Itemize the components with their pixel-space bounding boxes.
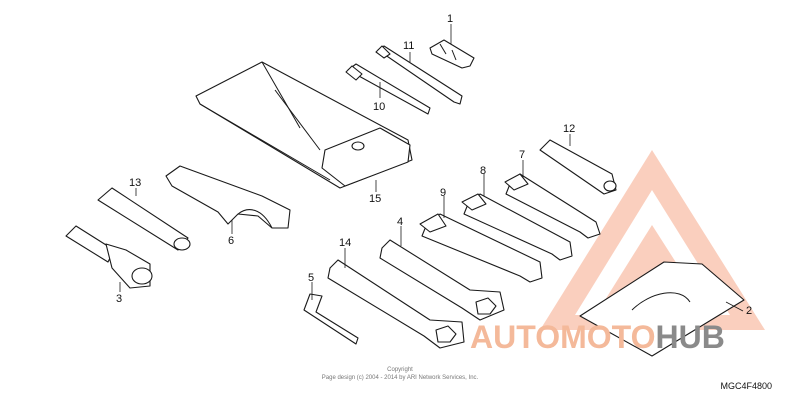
callout-10: 10: [373, 101, 385, 113]
fuse-puller: [429, 39, 475, 69]
callout-12: 12: [563, 123, 575, 135]
callout-13: 13: [129, 177, 141, 189]
screwdriver-grip: [539, 139, 617, 195]
callout-2: 2: [746, 305, 752, 317]
box-wrench: [379, 239, 505, 321]
tool-bag: [195, 61, 413, 189]
extension-tube: [97, 187, 191, 251]
watermark-text: AUTOMOTOHUB: [470, 319, 725, 355]
callout-14: 14: [339, 237, 351, 249]
callout-6: 6: [228, 235, 234, 247]
wrench-8: [461, 193, 573, 261]
wrench-9: [419, 213, 543, 283]
callout-11: 11: [403, 40, 414, 52]
box-wrench-long: [327, 259, 465, 349]
callout-9: 9: [440, 187, 446, 199]
callout-5: 5: [308, 272, 314, 284]
copyright-line-1: Copyright: [387, 367, 413, 373]
leader-lines: [119, 24, 744, 312]
screwdriver: [345, 63, 431, 115]
screwdriver-handle: [375, 45, 463, 105]
pin-spanner: [165, 165, 291, 229]
callout-1: 1: [447, 13, 453, 25]
hex-key: [303, 293, 359, 345]
watermark-dark: HUB: [655, 319, 724, 355]
diagram-code: MGC4F4800: [720, 381, 772, 391]
wrench-7: [504, 173, 601, 239]
socket-wrench: [65, 225, 153, 289]
callout-8: 8: [480, 165, 486, 177]
callout-7: 7: [519, 149, 525, 161]
callout-15: 15: [369, 193, 381, 205]
copyright-line-2: Page design (c) 2004 - 2014 by ARI Netwo…: [322, 375, 479, 381]
watermark-accent: AUTOMOTO: [470, 319, 655, 355]
callout-3: 3: [116, 293, 122, 305]
callout-4: 4: [397, 216, 403, 228]
tool-plate: [579, 261, 745, 357]
